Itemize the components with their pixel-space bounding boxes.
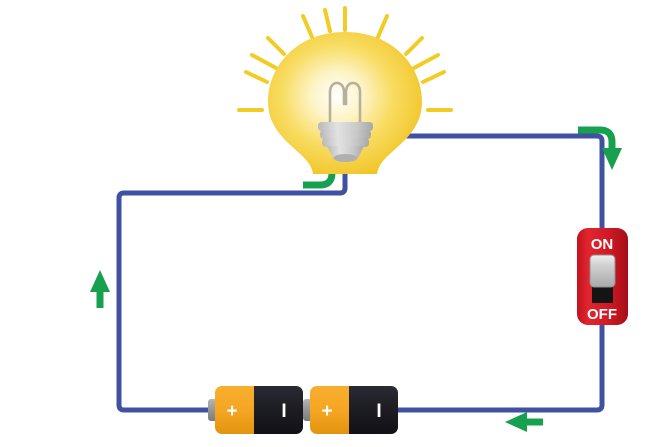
battery-2-negative-body	[349, 386, 398, 434]
battery-1-positive-body	[215, 386, 254, 434]
wire-bulb-to-switch	[362, 133, 605, 235]
light-bulb	[237, 6, 453, 174]
arrow-bottom	[505, 412, 543, 432]
light-rays	[237, 6, 453, 112]
power-switch[interactable]: ON OFF	[577, 228, 628, 325]
battery-1-positive-sign: +	[226, 401, 237, 422]
battery-2: + I	[303, 386, 398, 434]
switch-label-off: OFF	[587, 306, 617, 323]
arrow-top-right-corner	[578, 126, 622, 170]
battery-2-positive-body	[310, 386, 349, 434]
battery-2-positive-sign: +	[321, 401, 332, 422]
circuit-wiring	[116, 133, 605, 413]
bulb-base	[318, 122, 373, 162]
battery-1-negative-body	[254, 386, 303, 434]
switch-knob[interactable]	[589, 254, 616, 288]
wire-switch-to-battery	[395, 322, 605, 413]
wire-battery-to-bulb	[116, 152, 348, 413]
switch-label-on: ON	[591, 236, 614, 253]
battery-2-negative-sign: I	[376, 401, 381, 422]
bulb-filament	[328, 81, 362, 142]
arrow-left-side	[90, 270, 110, 308]
battery-1-negative-sign: I	[281, 401, 286, 422]
battery-1: + I	[208, 386, 303, 434]
